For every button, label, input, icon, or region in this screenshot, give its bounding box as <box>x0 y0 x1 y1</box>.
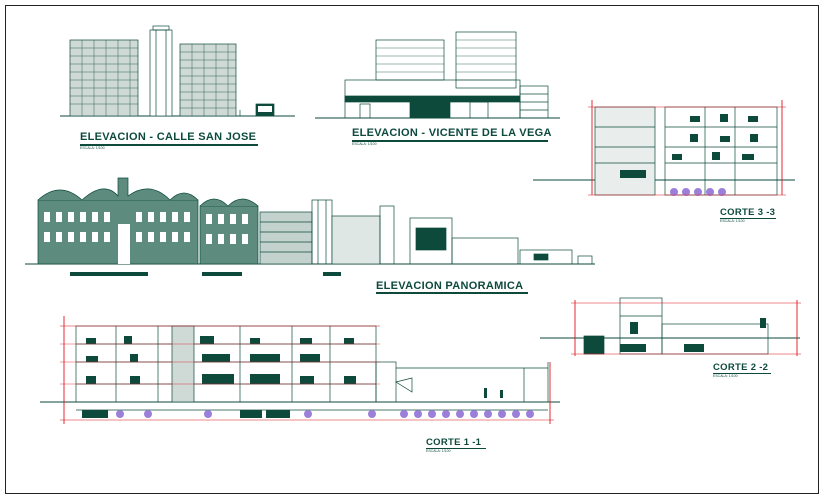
title-elevacion-panoramica: ELEVACION PANORAMICA <box>376 280 524 292</box>
section-1-1 <box>40 316 560 424</box>
title-elevacion-vicente: ELEVACION - VICENTE DE LA VEGA <box>352 127 552 139</box>
title-underline <box>80 144 258 146</box>
title-corte-2-2: CORTE 2 -2 <box>713 362 769 373</box>
sheet-border <box>5 5 819 494</box>
elevation-vicente-de-la-vega <box>315 31 560 119</box>
section-3-3 <box>533 100 795 196</box>
elevation-san-jose <box>60 25 295 117</box>
title-elevacion-san-jose: ELEVACION - CALLE SAN JOSE <box>80 131 257 143</box>
title-underline <box>720 218 776 219</box>
section-2-2 <box>540 297 801 356</box>
title-underline <box>352 140 548 142</box>
scale-corte-3-3: ESCALA: 1/100 <box>720 219 745 223</box>
title-underline <box>376 292 528 294</box>
title-underline <box>713 373 771 374</box>
title-underline <box>426 448 486 449</box>
scale-corte-1-1: ESCALA: 1/100 <box>426 449 451 453</box>
scale-elevacion-san-jose: ESCALA: 1/100 <box>80 146 105 150</box>
scale-corte-2-2: ESCALA: 1/100 <box>713 374 738 378</box>
title-corte-3-3: CORTE 3 -3 <box>720 207 776 218</box>
title-corte-1-1: CORTE 1 -1 <box>426 437 482 448</box>
scale-elevacion-vicente: ESCALA: 1/100 <box>352 142 377 146</box>
elevation-panoramica <box>25 177 595 276</box>
